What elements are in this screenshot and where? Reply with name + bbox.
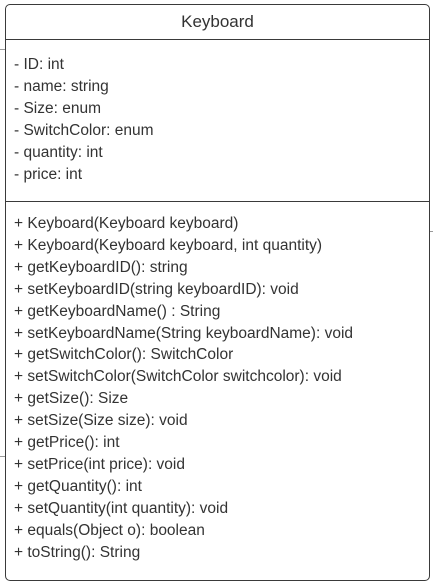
method-set-size: + setSize(Size size): void [14, 412, 188, 430]
method-to-string: + toString(): String [14, 543, 141, 561]
class-name: Keyboard [6, 5, 429, 40]
method-set-switch-color: + setSwitchColor(SwitchColor switchcolor… [14, 368, 342, 386]
method-equals: + equals(Object o): boolean [14, 521, 205, 539]
method-constructor-copy: + Keyboard(Keyboard keyboard) [14, 215, 239, 232]
method-constructor-quantity: + Keyboard(Keyboard keyboard, int quanti… [14, 236, 323, 254]
attributes-section: - ID: int - name: string - Size: enum - … [6, 40, 429, 202]
method-get-quantity: + getQuantity(): int [14, 477, 142, 495]
method-set-keyboard-name: + setKeyboardName(String keyboardName): … [14, 324, 354, 342]
connector-line-left-bottom [0, 456, 6, 457]
connector-line-left-top [0, 49, 6, 50]
uml-class-box[interactable]: Keyboard - ID: int - name: string - Size… [5, 4, 430, 581]
method-get-size: + getSize(): Size [14, 390, 129, 408]
method-get-switch-color: + getSwitchColor(): SwitchColor [14, 346, 234, 364]
attribute-name: - name: string [14, 77, 109, 95]
method-get-keyboard-name: + getKeyboardName() : String [14, 302, 221, 320]
method-set-price: + setPrice(int price): void [14, 455, 185, 473]
attribute-quantity: - quantity: int [14, 143, 103, 161]
attribute-size: - Size: enum [14, 99, 102, 117]
methods-section: + Keyboard(Keyboard keyboard) + Keyboard… [6, 202, 429, 564]
attribute-switchcolor: - SwitchColor: enum [14, 121, 154, 139]
method-set-keyboard-id: + setKeyboardID(string keyboardID): void [14, 280, 299, 298]
method-get-price: + getPrice(): int [14, 434, 120, 452]
method-set-quantity: + setQuantity(int quantity): void [14, 499, 229, 517]
attribute-id: - ID: int [14, 56, 64, 73]
method-get-keyboard-id: + getKeyboardID(): string [14, 258, 188, 276]
attribute-price: - price: int [14, 165, 83, 183]
connector-line-right [429, 231, 433, 232]
